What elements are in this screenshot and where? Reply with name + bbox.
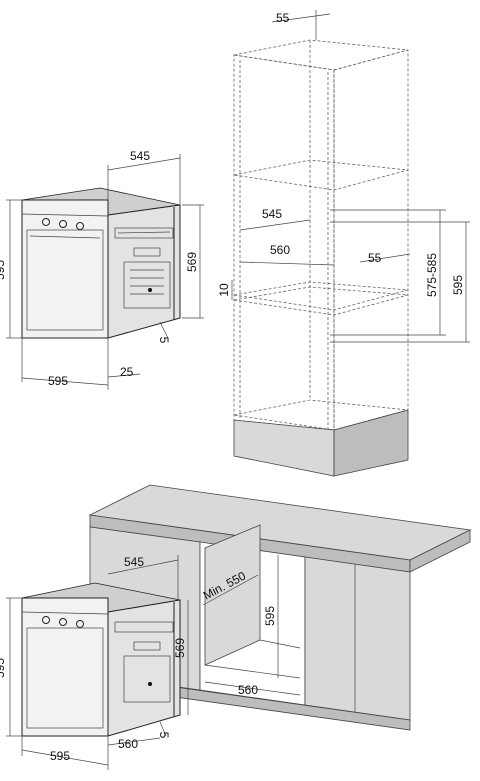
dim-uc-niche-height: 595 [263,606,277,626]
tall-cabinet [233,39,409,477]
dim-uc-inner-width: 560 [118,737,138,751]
dim-cab-niche-height: 575-585 [425,253,439,297]
dim-cab-back-gap: 55 [368,251,382,265]
dim-uc-niche-width: 560 [238,683,258,697]
under-counter-cabinet [88,484,472,731]
dim-uc-height: 595 [0,658,7,678]
dim-uc-gap: 5 [157,732,171,739]
dim-oven-front: 25 [120,365,134,379]
dim-oven-height: 595 [0,260,7,280]
dim-cab-depth: 545 [262,207,282,221]
dim-uc-depth: 545 [124,555,144,569]
dim-cab-total-height: 595 [451,275,465,295]
dim-oven-side-height: 569 [185,252,199,272]
dim-uc-width: 595 [50,749,70,763]
oven-top-view [21,187,181,339]
dim-oven-gap: 5 [157,337,171,344]
vent-grid [130,269,164,295]
oven-bottom-view [21,582,181,737]
dim-cab-shelf: 10 [217,283,231,297]
dim-oven-depth: 545 [130,149,150,163]
oven-top-dimensions: 545 595 569 5 595 25 [0,149,204,390]
dim-cab-top-gap: 55 [276,11,290,25]
dim-uc-side-height: 569 [173,638,187,658]
dim-cab-width: 560 [270,243,290,257]
dim-oven-width: 595 [48,374,68,388]
tall-cabinet-dimensions: 55 545 560 10 55 575-585 595 [217,10,470,343]
